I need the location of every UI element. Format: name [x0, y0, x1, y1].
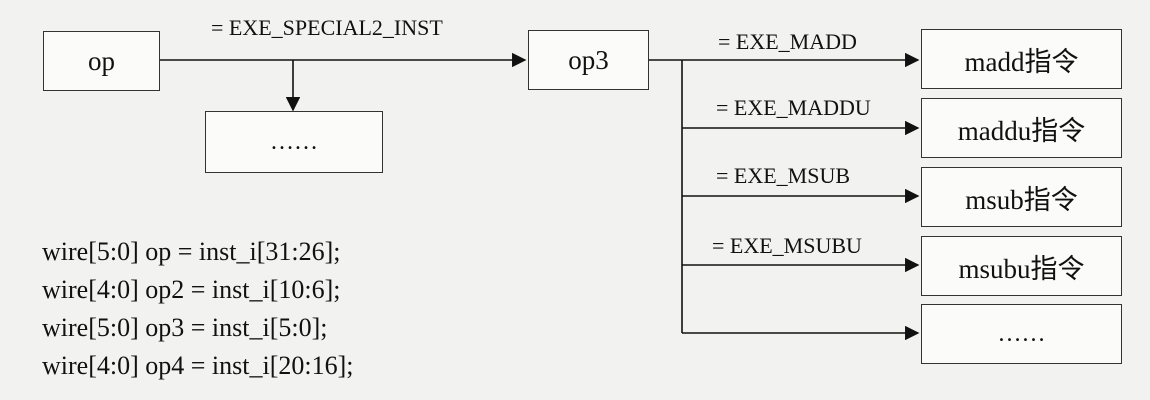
node-msubu: msubu指令 — [921, 236, 1122, 296]
node-msub: msub指令 — [921, 167, 1122, 227]
wire-declarations: wire[5:0] op = inst_i[31:26]; wire[4:0] … — [42, 233, 353, 385]
node-maddu: maddu指令 — [921, 98, 1122, 158]
node-dots-right: …… — [921, 304, 1122, 364]
edge-label-maddu: = EXE_MADDU — [716, 95, 871, 120]
edge-label-madd: = EXE_MADD — [718, 29, 857, 54]
edge-label-msub: = EXE_MSUB — [716, 163, 851, 188]
code-line: wire[4:0] op4 = inst_i[20:16]; — [42, 351, 354, 380]
node-dots-left: …… — [205, 111, 383, 173]
node-op3: op3 — [528, 30, 649, 90]
node-op: op — [43, 31, 160, 91]
node-madd: madd指令 — [921, 29, 1122, 89]
edge-label-msubu: = EXE_MSUBU — [712, 233, 862, 258]
code-line: wire[4:0] op2 = inst_i[10:6]; — [42, 275, 341, 304]
code-line: wire[5:0] op3 = inst_i[5:0]; — [42, 313, 328, 342]
code-line: wire[5:0] op = inst_i[31:26]; — [42, 237, 341, 266]
edge-label-special2: = EXE_SPECIAL2_INST — [211, 15, 443, 40]
